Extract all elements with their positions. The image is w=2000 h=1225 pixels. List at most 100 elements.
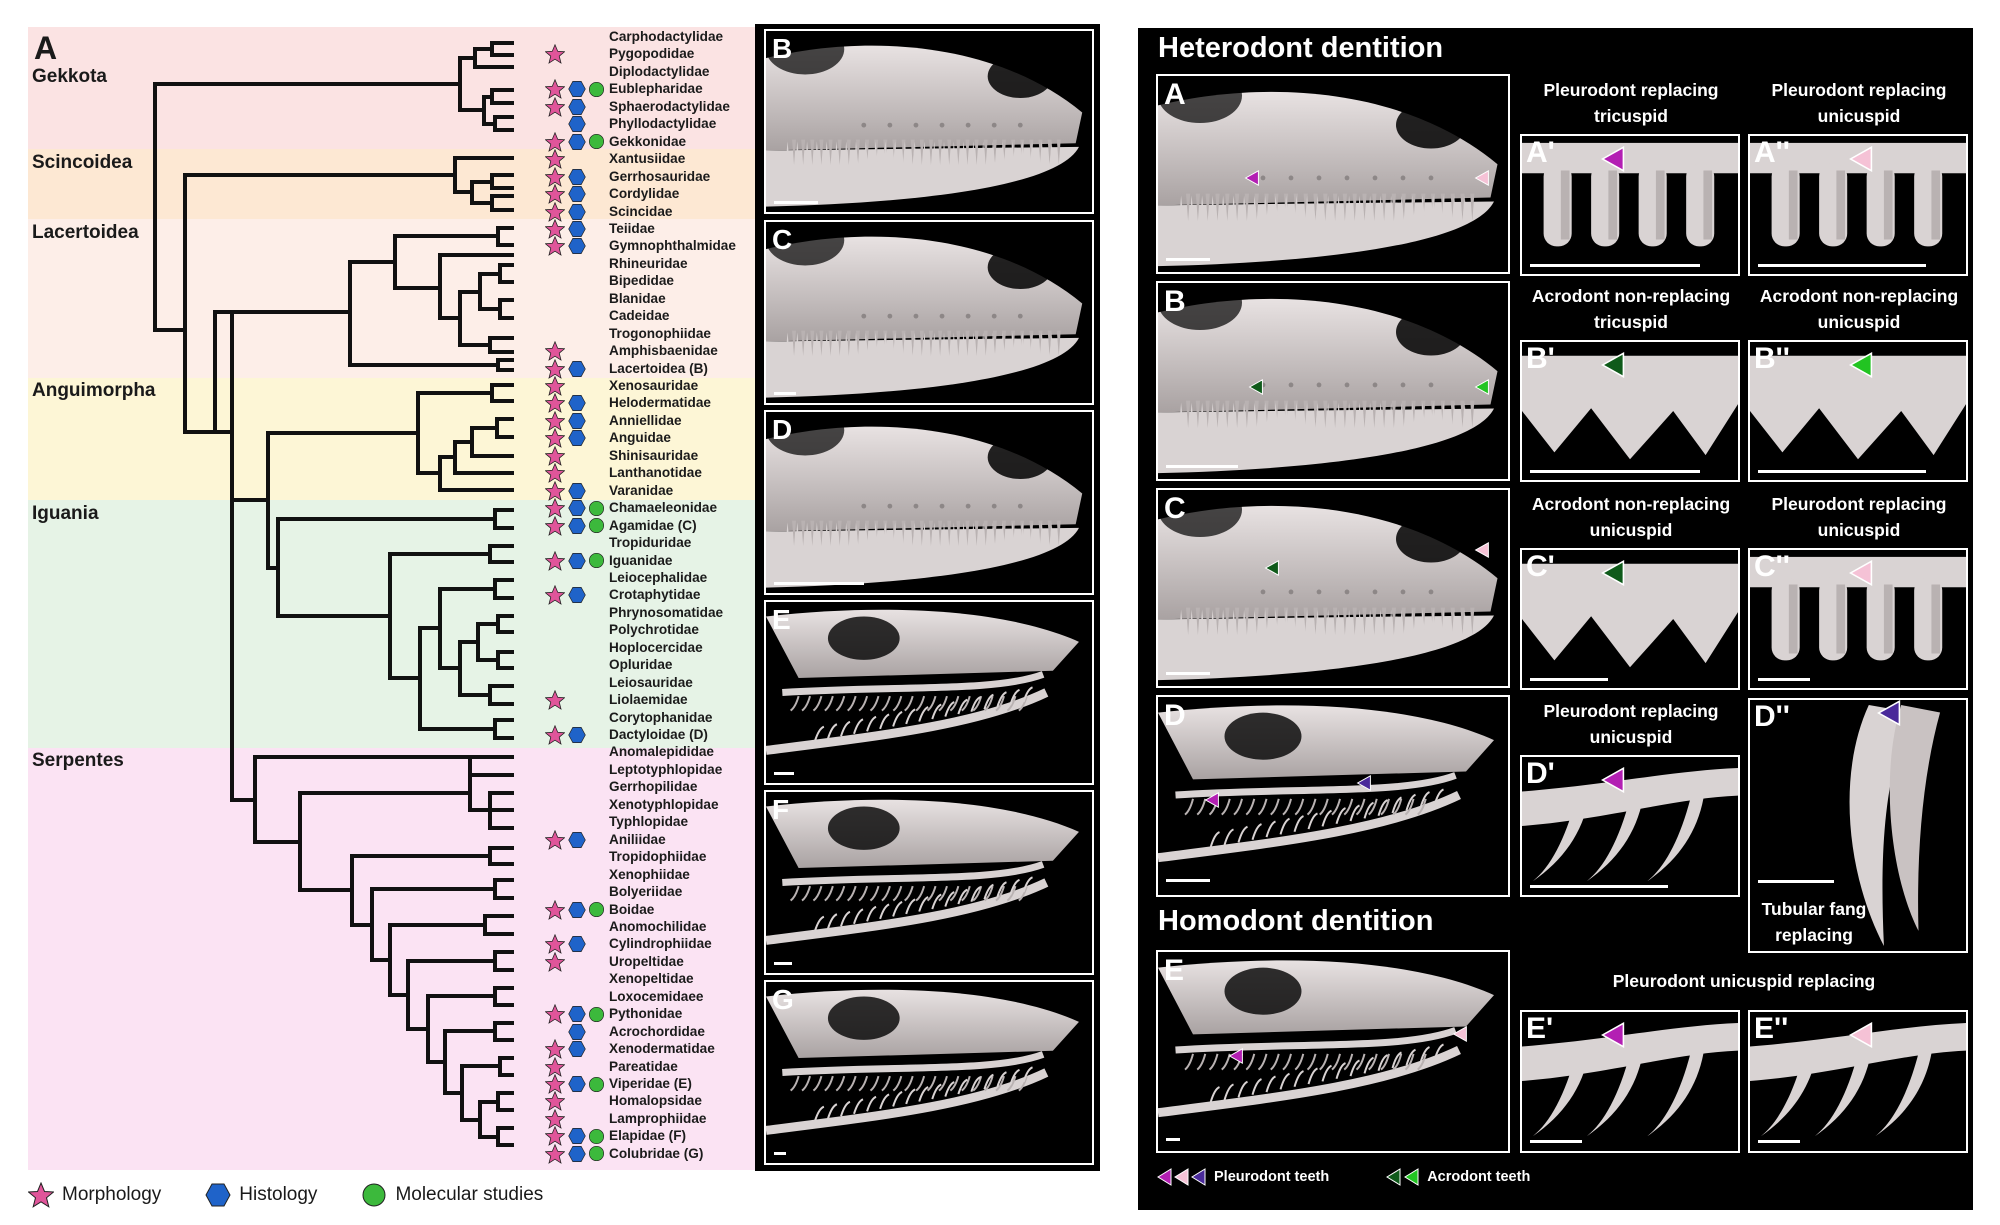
morphology-star-icon <box>545 358 565 379</box>
morphology-star-icon <box>545 1126 565 1147</box>
family-label: Varanidae <box>609 482 674 498</box>
morphology-star-icon <box>545 550 565 571</box>
family-label: Cordylidae <box>609 186 680 202</box>
panel-letter: G <box>772 984 794 1015</box>
caption-line: Acrodont non-replacing <box>1531 494 1731 514</box>
morphology-star-icon <box>545 376 565 396</box>
scale-bar <box>1758 678 1810 681</box>
group-label-scincoidea: Scincoidea <box>32 152 133 173</box>
family-label: Xenopeltidae <box>609 971 694 987</box>
family-label: Cadeidae <box>609 308 670 324</box>
legend-histology: Histology <box>239 1184 318 1205</box>
family-label: Gerrhosauridae <box>609 168 711 184</box>
arrowhead-icon <box>1356 775 1371 791</box>
morphology-star-icon <box>545 166 565 187</box>
group-label-iguania: Iguania <box>32 503 99 524</box>
caption-line: Pleurodont replacing <box>1543 80 1719 100</box>
dentition-panel-e: E <box>1156 950 1510 1153</box>
histology-pentagon-icon <box>568 116 586 133</box>
scale-bar <box>1758 880 1834 883</box>
morphology-star-icon <box>545 1091 565 1112</box>
dentition-detail-ep: E' <box>1520 1010 1740 1153</box>
histology-pentagon-icon <box>568 1006 586 1023</box>
histology-pentagon-icon <box>568 395 586 412</box>
molecular-circle-icon <box>588 518 605 534</box>
dentition-detail-bpp: B'' <box>1748 340 1968 482</box>
caption-line: tricuspid <box>1594 106 1668 126</box>
arrowhead-icon <box>1849 1022 1873 1048</box>
arrowhead-icon <box>1849 146 1873 172</box>
family-label: Tropidophiidae <box>609 849 707 865</box>
arrowhead-icon <box>1601 352 1625 378</box>
clade-band-anguimorpha <box>28 378 755 500</box>
morphology-star-icon <box>545 934 565 955</box>
scale-bar <box>774 201 818 204</box>
family-label: Pythonidae <box>609 1006 683 1022</box>
scale-bar <box>1758 264 1926 267</box>
histology-pentagon-icon <box>568 936 586 953</box>
legend-morphology: Morphology <box>62 1184 162 1205</box>
morphology-star-icon <box>545 515 565 536</box>
family-label: Polychrotidae <box>609 622 699 638</box>
molecular-circle-icon <box>588 1128 605 1144</box>
scale-bar <box>1530 264 1700 267</box>
caption-line: Pleurodont unicuspid replacing <box>1612 971 1876 991</box>
family-label: Leptotyphlopidae <box>609 761 723 777</box>
morphology-star-icon <box>545 184 565 204</box>
molecular-circle-icon <box>588 500 605 516</box>
clade-band-scincoidea <box>28 149 755 219</box>
panel-caption: Pleurodont unicuspid replacing <box>1520 968 1968 994</box>
arrowhead-icon <box>1244 170 1259 186</box>
family-label: Homalopsidae <box>609 1093 702 1109</box>
histology-pentagon-icon <box>568 430 586 447</box>
family-label: Xenophiidae <box>609 866 690 882</box>
histology-pentagon-icon <box>568 168 586 185</box>
scale-bar <box>1166 672 1210 675</box>
family-label: Elapidae (F) <box>609 1128 687 1144</box>
panel-letter: C'' <box>1754 550 1790 583</box>
morphology-star-icon <box>545 149 565 170</box>
caption-line: Acrodont non-replacing <box>1759 286 1959 306</box>
histology-pentagon-icon <box>568 220 586 237</box>
arrowhead-icon <box>1264 560 1279 576</box>
morphology-star-icon <box>545 44 565 65</box>
panel-letter: E <box>1164 954 1185 987</box>
scale-bar <box>1758 1140 1800 1143</box>
family-label: Corytophanidae <box>609 709 713 725</box>
caption-line: Pleurodont replacing <box>1771 494 1947 514</box>
panel-letter: B' <box>1526 342 1555 375</box>
caption-line: Tubular fang <box>1761 899 1867 919</box>
histology-pentagon-icon <box>568 1076 586 1092</box>
morphology-star-icon <box>545 1143 565 1164</box>
arrowhead-icon <box>1601 146 1625 172</box>
morphology-star-icon <box>545 498 565 519</box>
panel-letter: B'' <box>1754 342 1790 375</box>
panel-letter: E <box>772 604 791 635</box>
legend-pleurodont: Pleurodont teeth <box>1214 1169 1330 1185</box>
morphology-star-icon <box>545 96 565 117</box>
family-label: Crotaphytidae <box>609 587 701 603</box>
group-label-anguimorpha: Anguimorpha <box>32 380 156 401</box>
morphology-star-icon <box>545 341 565 362</box>
morphology-star-icon <box>545 725 565 745</box>
morphology-star-icon <box>545 1108 565 1129</box>
family-label: Liolaemidae <box>609 692 688 708</box>
family-label: Gymnophthalmidae <box>609 238 736 254</box>
family-label: Lacertoidea (B) <box>609 360 708 376</box>
family-label: Cylindrophiidae <box>609 936 712 952</box>
histology-pentagon-icon <box>568 81 586 98</box>
arrowhead-icon <box>1601 767 1625 793</box>
histology-pentagon-icon <box>568 1023 586 1040</box>
scale-bar <box>1166 1138 1180 1141</box>
family-label: Trogonophiidae <box>609 325 711 341</box>
family-label: Iguanidae <box>609 552 673 568</box>
molecular-circle-icon <box>588 1076 605 1092</box>
caption-line: unicuspid <box>1817 520 1901 540</box>
family-label: Aniliidae <box>609 831 666 847</box>
histology-pentagon-icon <box>568 98 586 115</box>
histology-pentagon-icon <box>568 500 586 517</box>
heterodont-title: Heterodont dentition <box>1158 32 1444 64</box>
